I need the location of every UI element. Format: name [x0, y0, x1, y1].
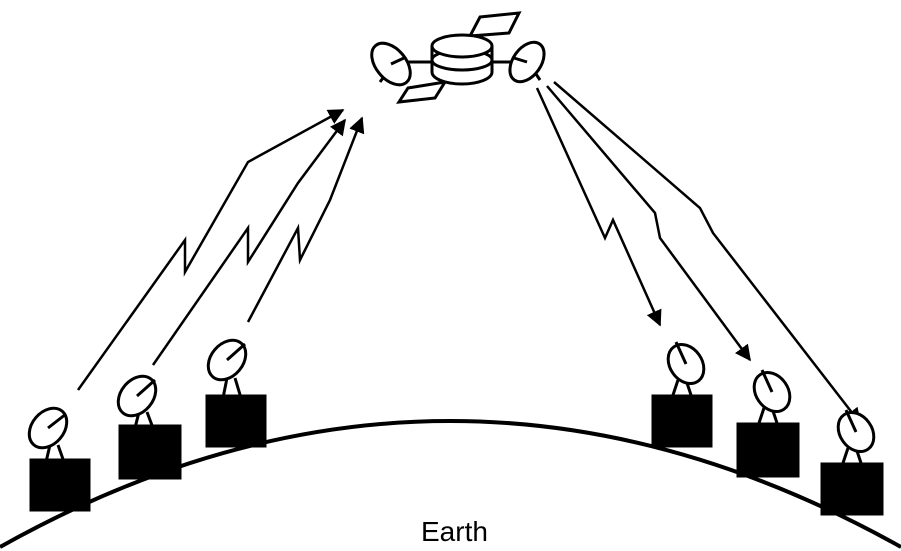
downlink-ground-station	[738, 366, 798, 476]
uplink-signal-arrow-1	[78, 110, 343, 390]
uplink-signal-arrow-3	[248, 118, 362, 322]
downlink-ground-station	[653, 338, 711, 446]
downlink-ground-station	[822, 406, 882, 514]
downlink-signal-arrow-2	[547, 86, 750, 360]
ground-station-dish-icon	[22, 401, 89, 510]
ground-station-dish-icon	[653, 338, 711, 446]
downlink-signal-arrow-3	[554, 82, 860, 423]
earth-label: Earth	[421, 516, 488, 547]
uplink-ground-station	[22, 401, 89, 510]
ground-station-dish-icon	[201, 333, 265, 446]
uplink-ground-station	[201, 333, 265, 446]
satellite-icon	[364, 13, 551, 102]
downlink-signal-arrow-1	[537, 88, 660, 325]
ground-station-dish-icon	[822, 406, 882, 514]
ground-station-dish-icon	[111, 369, 180, 478]
uplink-ground-station	[111, 369, 180, 478]
ground-station-dish-icon	[738, 366, 798, 476]
